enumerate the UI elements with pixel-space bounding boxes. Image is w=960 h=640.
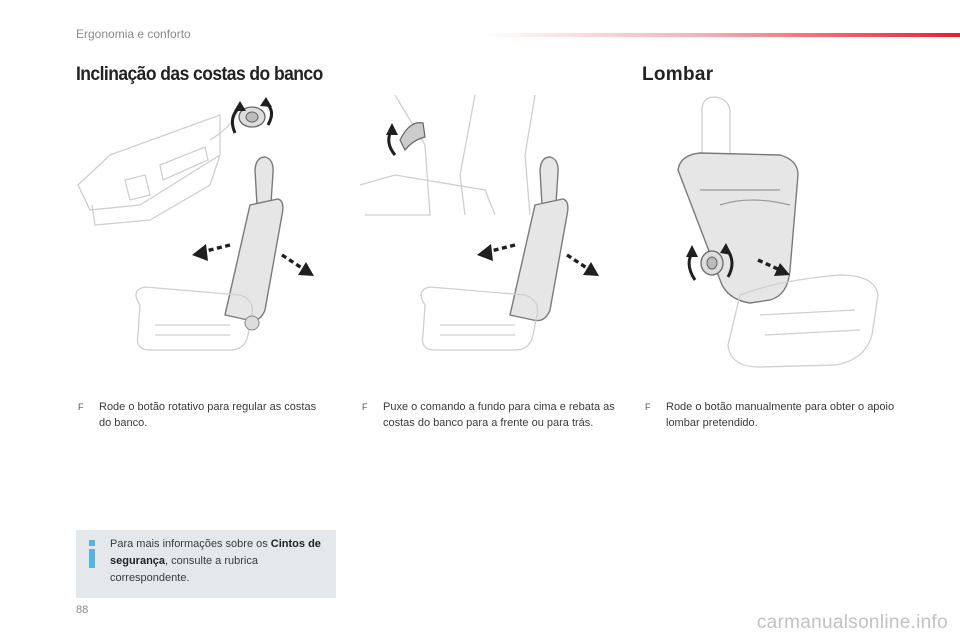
section-title-backrest: Inclinação das costas do banco bbox=[76, 64, 323, 85]
info-note-box: Para mais informações sobre os Cintos de… bbox=[76, 530, 336, 598]
instruction-backrest-knob: F Rode o botão rotativo para regular as … bbox=[78, 399, 318, 431]
section-title-lumbar: Lombar bbox=[642, 64, 714, 85]
info-icon bbox=[89, 540, 95, 568]
bullet-marker: F bbox=[645, 402, 651, 412]
instruction-text: Rode o botão rotativo para regular as co… bbox=[99, 401, 317, 429]
bullet-marker: F bbox=[362, 402, 368, 412]
header-accent-line bbox=[484, 33, 960, 37]
instruction-text: Rode o botão manualmente para obter o ap… bbox=[666, 401, 895, 429]
section-header: Ergonomia e conforto bbox=[76, 27, 191, 41]
instruction-text: Puxe o comando a fundo para cima e rebat… bbox=[383, 401, 615, 429]
lumbar-knob-illustration bbox=[677, 96, 879, 368]
bullet-marker: F bbox=[78, 402, 84, 412]
page-number: 88 bbox=[76, 604, 89, 616]
instruction-backrest-lever: F Puxe o comando a fundo para cima e reb… bbox=[362, 399, 624, 431]
backrest-knob-illustration bbox=[77, 97, 314, 351]
watermark: carmanualsonline.info bbox=[756, 612, 948, 633]
backrest-lever-illustration bbox=[359, 95, 599, 351]
info-note-text: Para mais informações sobre os Cintos de… bbox=[110, 538, 321, 584]
seatbelts-reference: Cintos de segurança bbox=[110, 538, 321, 567]
instruction-lumbar: F Rode o botão manualmente para obter o … bbox=[645, 399, 900, 431]
lumbar-knob-icon bbox=[700, 250, 724, 276]
release-lever-icon bbox=[399, 122, 426, 152]
rotary-knob-icon bbox=[238, 106, 266, 128]
